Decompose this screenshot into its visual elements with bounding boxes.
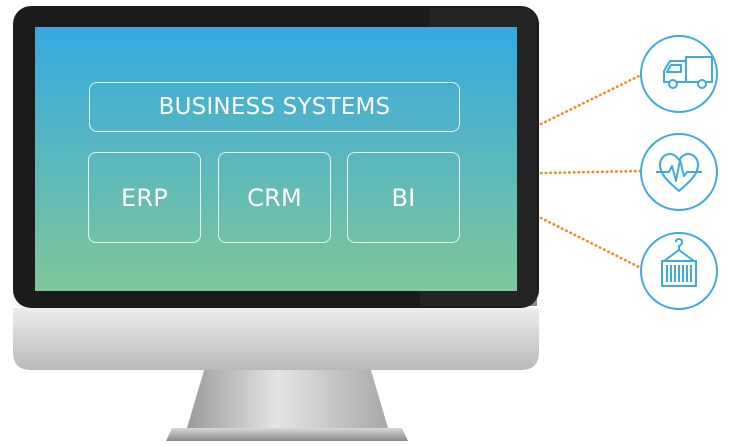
- heart-monitor-icon: [656, 153, 702, 192]
- truck-icon-circle: [640, 35, 718, 113]
- monitor-base: [166, 428, 408, 441]
- connector-line-middle: [539, 169, 643, 175]
- heart-icon-circle: [640, 133, 718, 211]
- truck-icon: [663, 56, 713, 89]
- container-icon-circle: [640, 232, 718, 310]
- module-bi: BI: [347, 152, 460, 243]
- monitor-chin: [13, 308, 539, 370]
- monitor-stand: [187, 367, 388, 428]
- shipping-container-icon: [661, 238, 697, 287]
- connector-line-top: [539, 73, 643, 126]
- module-crm: CRM: [218, 152, 331, 243]
- module-erp: ERP: [88, 152, 201, 243]
- icon-circles: [640, 35, 718, 310]
- business-systems-title: BUSINESS SYSTEMS: [89, 82, 460, 132]
- connectors: [539, 73, 643, 270]
- connector-line-bottom: [539, 216, 643, 270]
- monitor-screen: [35, 27, 517, 291]
